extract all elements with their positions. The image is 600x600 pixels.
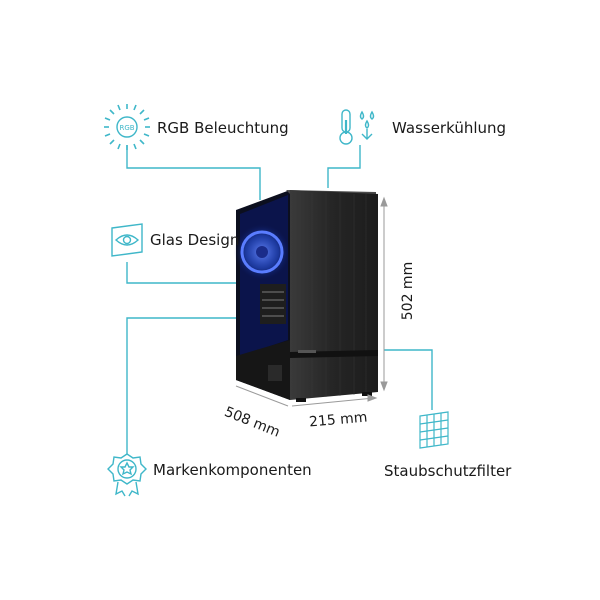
connector-glass	[126, 262, 245, 284]
feature-label-glass: Glas Design	[150, 231, 240, 249]
feature-label-filter: Staubschutzfilter	[384, 462, 512, 480]
connector-lines	[126, 145, 433, 455]
connector-water	[327, 145, 361, 188]
case-front-panel	[290, 190, 378, 400]
gpu-block	[260, 284, 286, 324]
eye-glass-icon	[111, 223, 143, 257]
feature-label-water: Wasserkühlung	[392, 119, 507, 137]
feature-label-brand: Markenkomponenten	[153, 461, 312, 479]
connector-brand	[126, 317, 245, 455]
rgb-light-icon	[104, 104, 150, 150]
award-badge-icon	[107, 453, 147, 497]
psu-shroud	[236, 340, 290, 400]
rgb-badge-text: RGB	[119, 124, 134, 132]
connector-filter	[384, 349, 433, 410]
pc-case	[234, 190, 378, 402]
connector-rgb	[126, 145, 261, 200]
feature-label-rgb: RGB Beleuchtung	[157, 119, 289, 137]
mesh-filter-icon	[419, 411, 449, 449]
dimension-lines	[235, 196, 388, 407]
dimension-height: 502 mm	[400, 261, 416, 321]
thermometer-drops-icon	[339, 109, 375, 145]
